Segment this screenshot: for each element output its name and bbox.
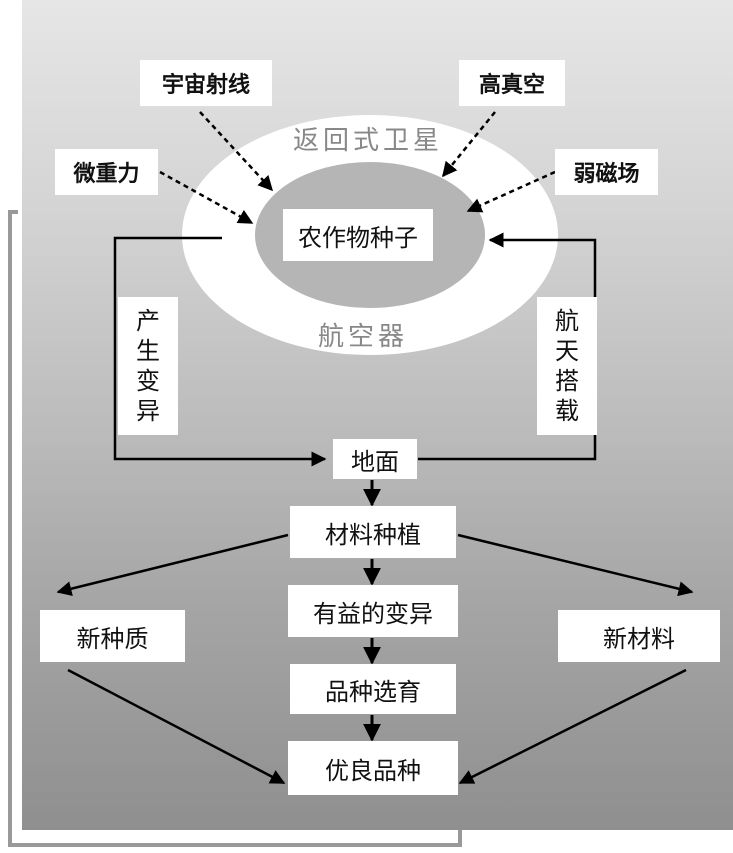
arrow-weak-magnetic: [466, 170, 556, 213]
arrow-germplasm-to-superior: [67, 668, 286, 785]
variation-label: 产生变异: [118, 297, 178, 435]
arrow-planting-to-material: [457, 533, 694, 597]
planting-box: 材料种植: [290, 506, 456, 558]
crop-seeds-box: 农作物种子: [283, 209, 433, 261]
arrow-high-vacuum: [442, 111, 496, 178]
superior-variety-box: 优良品种: [288, 741, 458, 795]
breeding-box: 品种选育: [290, 664, 456, 714]
weak-magnetic-box: 弱磁场: [555, 149, 658, 195]
new-material-box: 新材料: [558, 610, 720, 662]
cosmic-rays-box: 宇宙射线: [140, 60, 272, 106]
beneficial-variation-box: 有益的变异: [288, 585, 458, 637]
microgravity-box: 微重力: [55, 149, 158, 195]
outer-bracket-line: [8, 210, 462, 847]
spaceflight-label: 航天搭载: [537, 297, 597, 435]
satellite-top-label: 返回式卫星: [293, 126, 444, 156]
arrow-material-to-superior: [458, 668, 687, 785]
high-vacuum-box: 高真空: [459, 60, 565, 106]
ground-box: 地面: [333, 439, 417, 479]
arrow-planting-to-germplasm: [56, 533, 289, 597]
arrow-variation-path: [113, 236, 327, 467]
satellite-bottom-label: 航空器: [318, 322, 409, 352]
new-germplasm-box: 新种质: [40, 610, 185, 662]
